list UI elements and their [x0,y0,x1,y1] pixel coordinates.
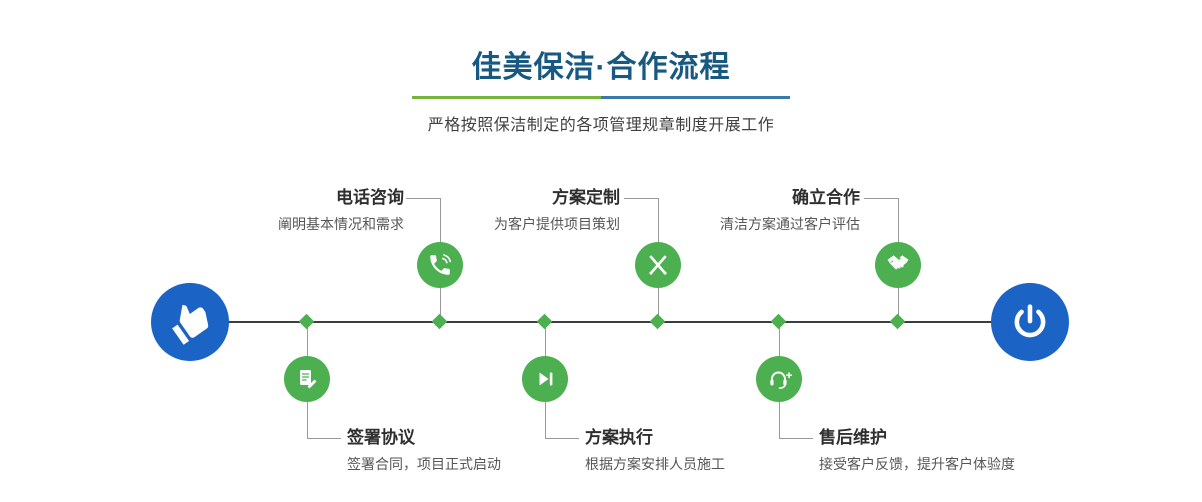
step-title: 电话咨询 [336,188,404,207]
connector-bottom-2-h [545,438,579,439]
step-desc: 阐明基本情况和需求 [278,216,404,232]
step-label-aftersales: 售后维护 接受客户反馈，提升客户体验度 [819,426,1079,473]
timeline-end-node [991,283,1069,361]
connector-top-1-h [406,198,440,199]
step-desc: 接受客户反馈，提升客户体验度 [819,456,1015,472]
connector-top-3-h [864,198,898,199]
connector-top-2-h [624,198,658,199]
step-circle-plan [635,242,681,288]
divider-green-segment [412,96,601,99]
step-title: 签署协议 [347,428,415,447]
step-circle-contract [284,356,330,402]
step-label-cooperation: 确立合作 清洁方案通过客户评估 [636,186,860,233]
timeline-node [770,313,787,330]
step-circle-aftersales [756,356,802,402]
timeline-start-node [151,283,229,361]
play-next-icon [539,372,553,386]
timeline-node [889,313,906,330]
hand-pointer-icon [172,304,209,345]
step-desc: 清洁方案通过客户评估 [720,216,860,232]
timeline-node [431,313,448,330]
divider-blue-segment [601,96,790,99]
title-divider [412,96,790,99]
step-desc: 为客户提供项目策划 [494,216,620,232]
step-desc: 签署合同，项目正式启动 [347,456,501,472]
headset-icon [770,371,792,390]
timeline-node [298,313,315,330]
connector-bottom-1-h [307,438,341,439]
connector-bottom-3-h [779,438,813,439]
step-circle-cooperation [875,242,921,288]
handshake-icon [887,255,909,270]
step-label-contract: 签署协议 签署合同，项目正式启动 [347,426,577,473]
timeline-node [649,313,666,330]
step-title: 确立合作 [792,188,860,207]
phone-icon [430,254,452,275]
contract-icon [300,370,317,389]
step-circle-phone [417,242,463,288]
timeline-line [190,321,1030,323]
step-label-phone: 电话咨询 阐明基本情况和需求 [180,186,404,233]
step-label-plan: 方案定制 为客户提供项目策划 [396,186,620,233]
step-desc: 根据方案安排人员施工 [585,456,725,472]
page-subtitle: 严格按照保洁制定的各项管理规章制度开展工作 [427,117,775,134]
timeline-node [536,313,553,330]
power-icon [1014,304,1046,338]
step-circle-execution [522,356,568,402]
step-title: 方案定制 [552,188,620,207]
page-title: 佳美保洁·合作流程 [471,51,731,84]
step-label-execution: 方案执行 根据方案安排人员施工 [585,426,815,473]
pen-cross-icon [649,255,667,275]
step-title: 方案执行 [585,428,653,447]
step-title: 售后维护 [819,428,887,447]
